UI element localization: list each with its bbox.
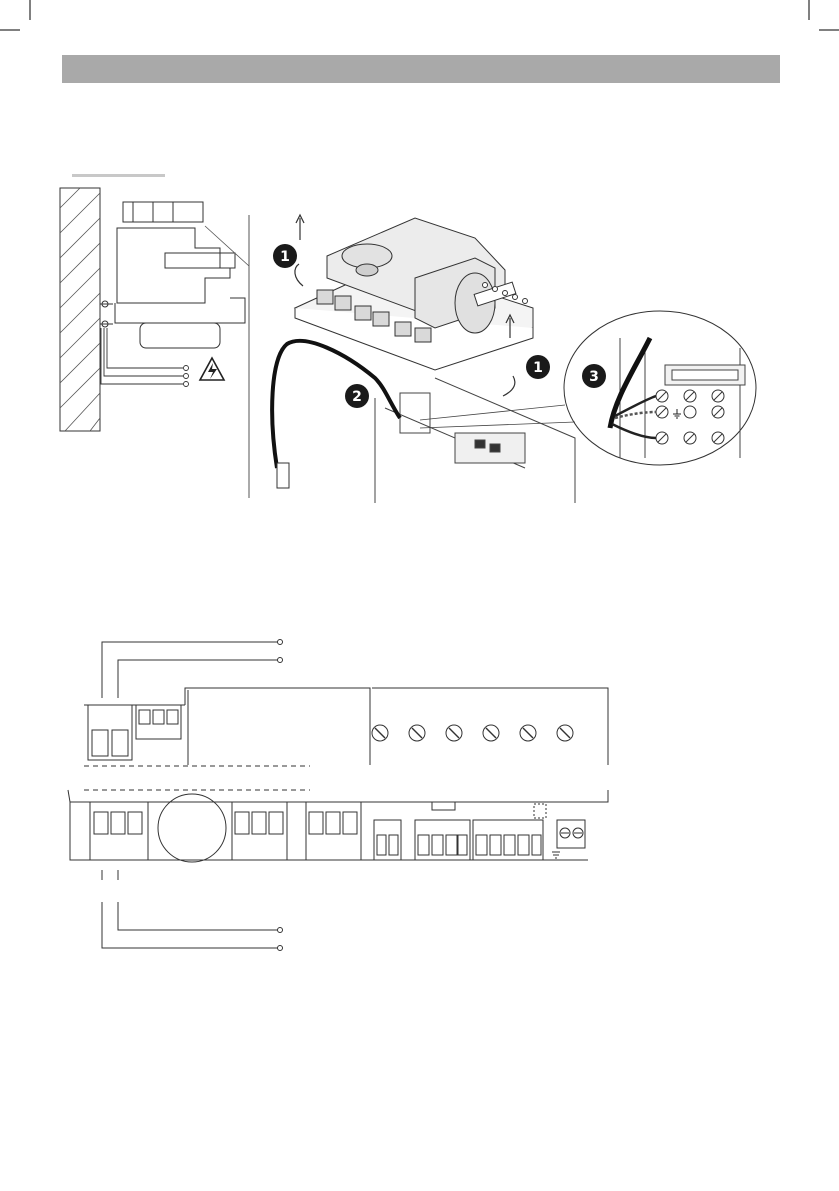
section-header-bar [62, 55, 780, 83]
callout-leader-lines [420, 400, 580, 440]
crop-mark [0, 0, 40, 40]
step-badge-1b: 1 [526, 355, 550, 379]
svg-text:1: 1 [280, 249, 290, 265]
bottom-leader-lines [102, 870, 283, 951]
high-voltage-warning-icon [200, 358, 224, 380]
step-badge-2: 2 [345, 384, 369, 408]
supply-wires [101, 328, 189, 387]
unit-side-view [100, 202, 245, 348]
enclosure-base [375, 378, 575, 503]
step-badge-3: 3 [582, 364, 606, 388]
installation-illustration: 1 1 2 [55, 178, 595, 508]
top-leader-lines [102, 640, 283, 699]
step-badge-1a: 1 [273, 244, 297, 268]
board-wiring-diagram [60, 630, 620, 960]
svg-text:2: 2 [352, 389, 362, 405]
svg-text:3: 3 [589, 369, 599, 385]
earth-terminal-screws [560, 828, 583, 838]
earth-ground-icon [552, 852, 560, 858]
power-cable [272, 341, 400, 468]
lower-board [68, 790, 608, 862]
wall-section [60, 188, 100, 431]
crop-mark-right [799, 0, 839, 40]
terminal-detail-callout: 3 [560, 308, 760, 468]
svg-text:1: 1 [533, 360, 543, 376]
trimmer-row [372, 725, 573, 741]
figure-caption-rule [72, 174, 165, 177]
